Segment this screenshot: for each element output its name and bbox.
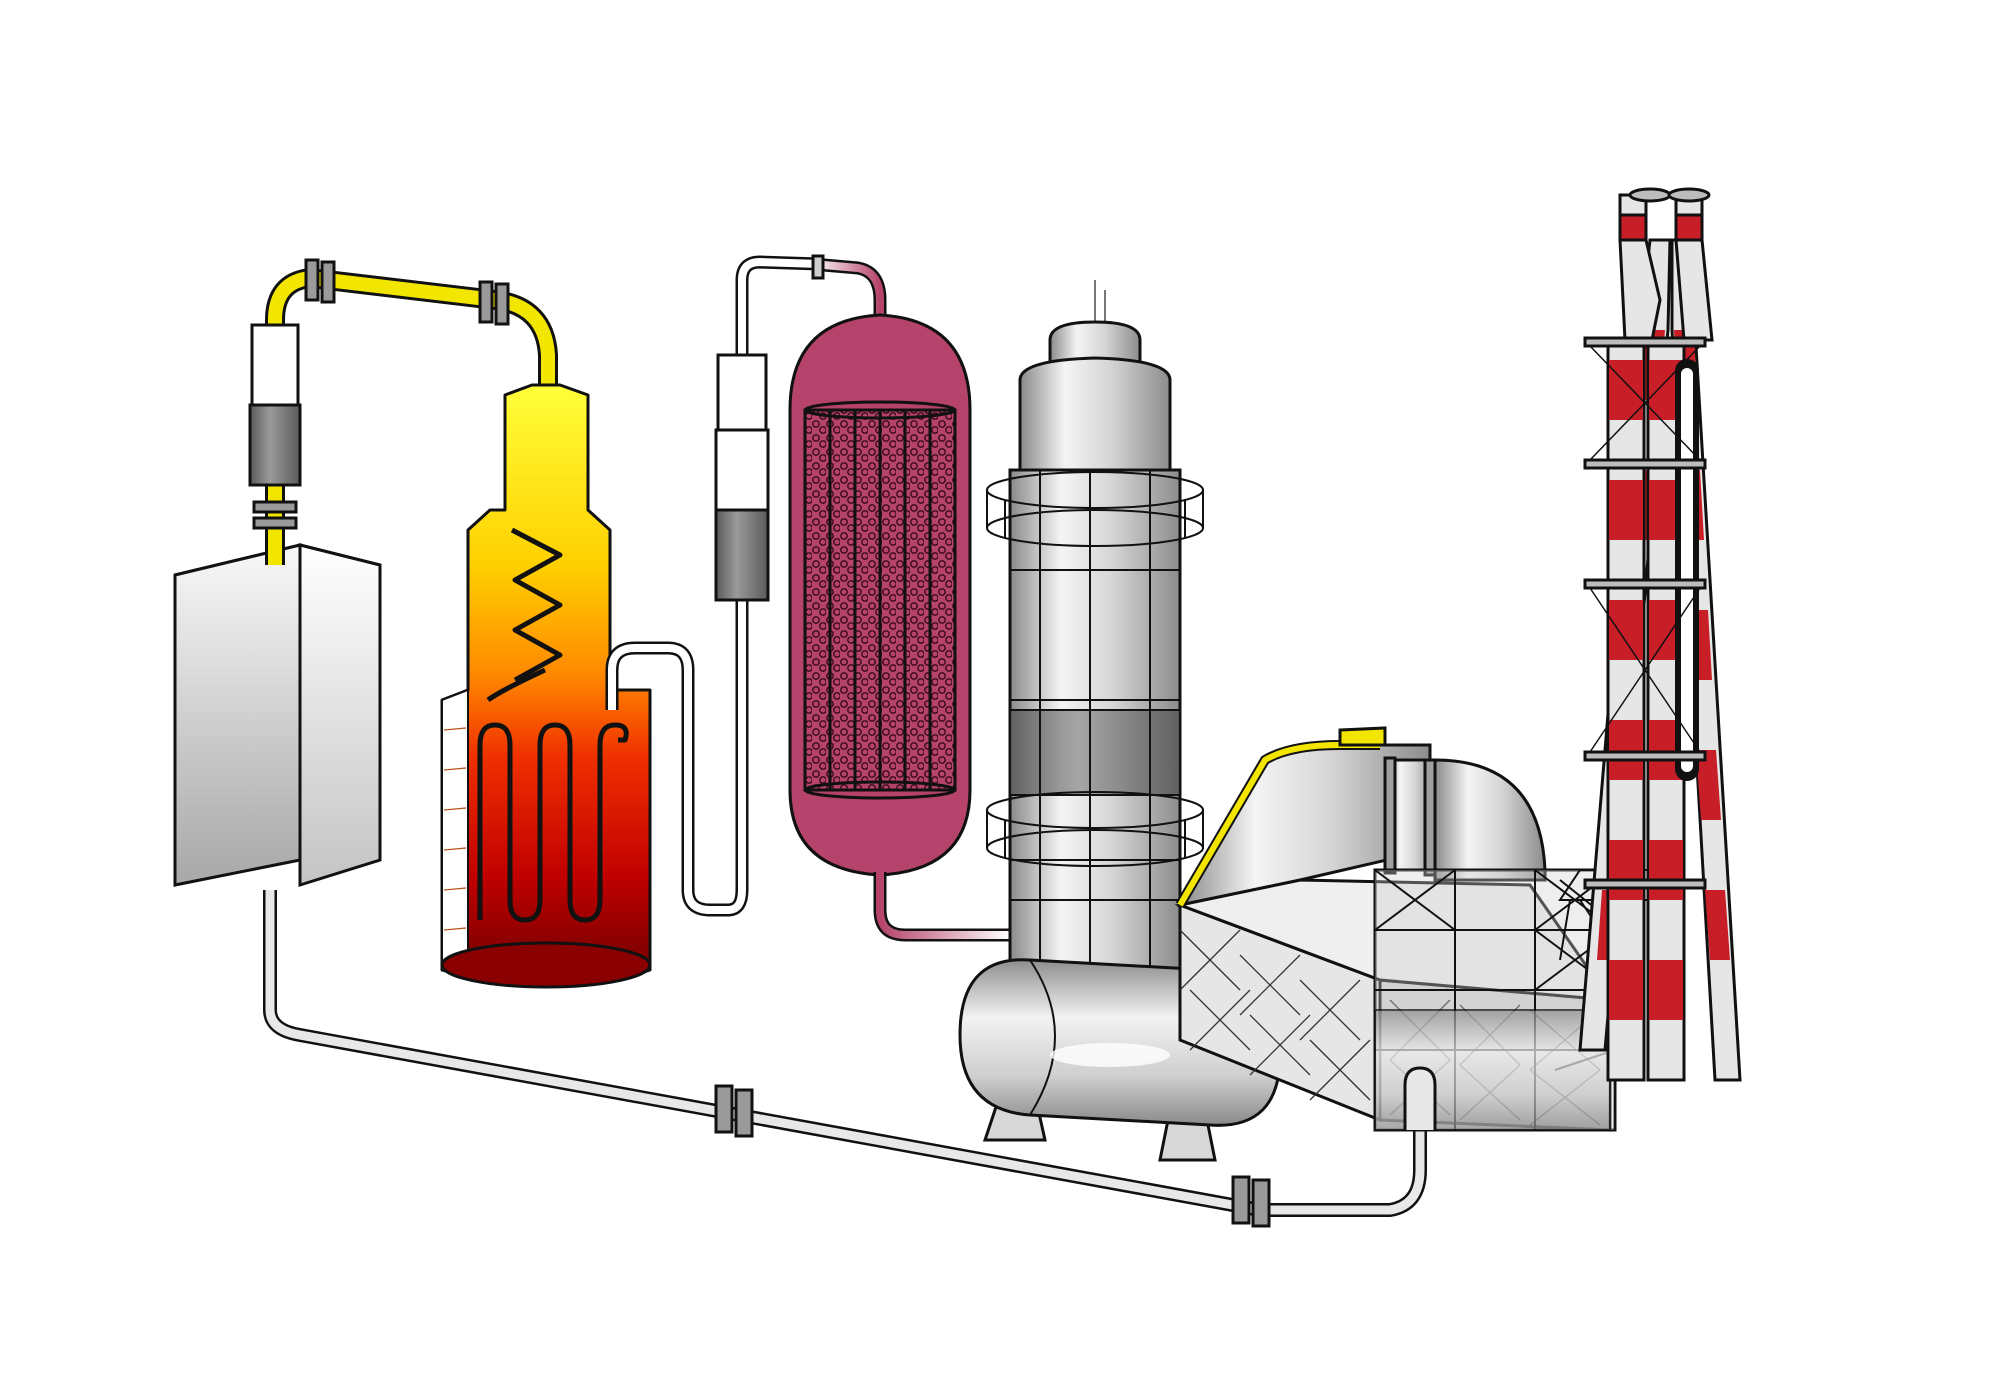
stack-platform: [1583, 336, 1707, 890]
heat-recovery-unit: [1174, 726, 1617, 1132]
flange-icon: [478, 280, 510, 326]
platform-ring: [986, 471, 1204, 547]
packed-reactor: [788, 313, 1010, 942]
flange-icon: [304, 258, 336, 304]
platform-ring: [986, 791, 1204, 867]
flange-icon: [252, 500, 298, 530]
feed-box: [173, 543, 382, 888]
flange-icon: [714, 1084, 754, 1138]
chimney-stack: [1558, 187, 1742, 1082]
stack-flue-left: [1606, 193, 1662, 1082]
connecting-pipe-white: [605, 254, 887, 917]
tower: [986, 280, 1204, 1002]
furnace: [440, 383, 652, 989]
return-pipe: [263, 890, 1427, 1228]
transfer-pipe-yellow: [248, 258, 558, 565]
flange-icon: [1231, 1175, 1271, 1228]
